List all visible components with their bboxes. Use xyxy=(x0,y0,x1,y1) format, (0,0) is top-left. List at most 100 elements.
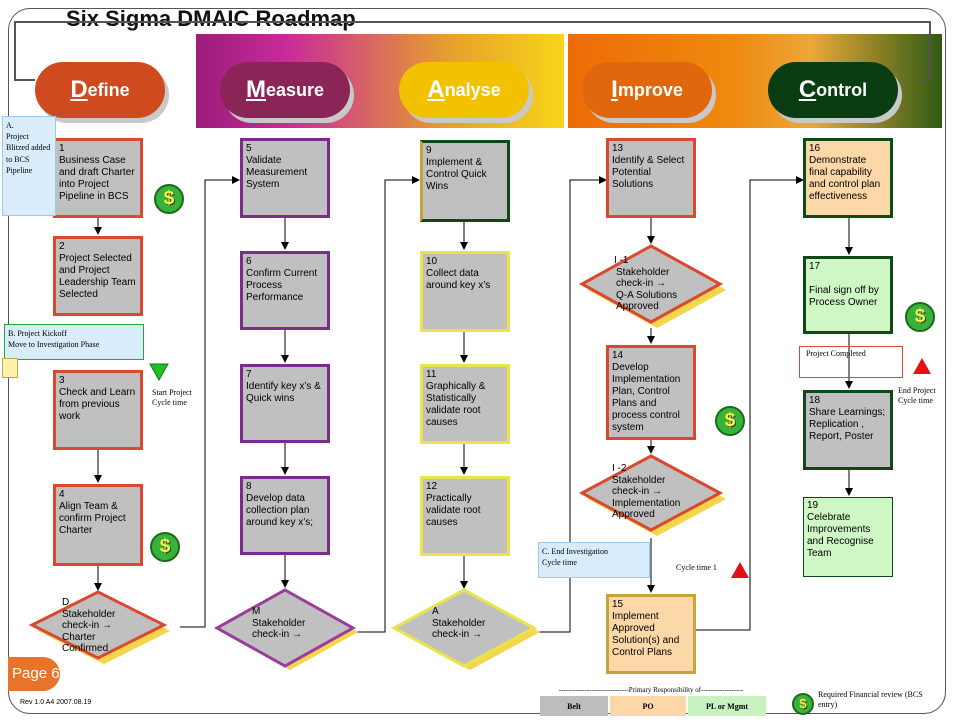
step-4-number: 4 xyxy=(59,489,65,500)
project-completed-note: Project Completed xyxy=(799,346,903,378)
checkin-i2-line2: check-in → xyxy=(612,486,663,497)
phase-improve-first: I xyxy=(611,76,618,103)
step-16-text: Demonstrate final capability and control… xyxy=(809,155,881,202)
checkin-d-line1: Stakeholder xyxy=(62,608,116,620)
phase-measure-rest: easure xyxy=(265,79,325,100)
dollar-icon: $ xyxy=(150,532,180,562)
checkin-i2-line3: Implementation xyxy=(612,497,681,509)
step-14-number: 14 xyxy=(612,350,624,361)
step-18-number: 18 xyxy=(809,395,821,406)
checkin-d-line2: check-in → xyxy=(62,620,113,631)
phase-analyse-first: A xyxy=(427,76,445,103)
checkin-d-id: D xyxy=(62,597,70,608)
legend-dollar-icon: $ xyxy=(792,693,814,715)
checkin-i1-label[interactable]: I -1 Stakeholder check-in → Q-A Solution… xyxy=(614,255,677,313)
note-b-line2: Move to Investigation Phase xyxy=(8,340,100,350)
step-14-text: Develop Implementation Plan, Control Pla… xyxy=(612,362,681,433)
checkin-a-line2: check-in → xyxy=(432,629,483,640)
note-a-pipeline: A. Project Blitzed added to BCS Pipeline xyxy=(2,116,56,216)
step-4-text: Align Team & confirm Project Charter xyxy=(59,501,126,536)
step-3-text: Check and Learn from previous work xyxy=(59,387,136,422)
dollar-icon: $ xyxy=(154,184,184,214)
checkin-m-diamond xyxy=(213,588,357,668)
checkin-a-label[interactable]: A Stakeholder check-in → xyxy=(432,606,485,641)
legend-pl: PL or Mgmt xyxy=(688,696,766,716)
end-project-cycle-time-note: End Project Cycle time xyxy=(898,386,936,406)
note-c-line1: C. End Investigation xyxy=(542,547,608,556)
checkin-i2-line1: Stakeholder xyxy=(612,474,666,486)
step-2-text: Project Selected and Project Leadership … xyxy=(59,253,136,300)
revision-label: Rev 1.0 A4 2007.08.19 xyxy=(20,699,92,706)
checkin-a-id: A xyxy=(432,606,439,617)
checkin-m-id: M xyxy=(252,606,261,617)
step-13-number: 13 xyxy=(612,143,624,154)
phase-analyse-rest: nalyse xyxy=(444,79,501,100)
end-marker-triangle xyxy=(913,358,931,374)
step-15-number: 15 xyxy=(612,599,624,610)
step-12-number: 12 xyxy=(426,481,438,492)
checkin-d-label[interactable]: D Stakeholder check-in → Charter Confirm… xyxy=(62,597,115,655)
note-c-line2: Cycle time xyxy=(542,558,577,568)
phase-define-first: D xyxy=(70,76,88,103)
checkin-m-label[interactable]: M Stakeholder check-in → xyxy=(252,606,305,641)
page-number-badge: Page 6 xyxy=(8,657,60,691)
phase-improve-rest: mprove xyxy=(617,79,683,100)
step-19-text: Celebrate Improvements and Recognise Tea… xyxy=(807,512,874,559)
checkin-i2-id: I -2 xyxy=(612,463,627,474)
step-17-number: 17 xyxy=(809,261,821,272)
start-marker-triangle xyxy=(149,363,169,382)
checkin-i1-id: I -1 xyxy=(614,255,629,266)
dollar-icon: $ xyxy=(905,302,935,332)
checkin-d-line4: Confirmed xyxy=(62,643,109,654)
step-5-text: Validate Measurement System xyxy=(246,155,308,190)
checkin-m-line1: Stakeholder xyxy=(252,617,306,629)
step-1-text: Business Case and draft Charter into Pro… xyxy=(59,155,135,202)
checkin-d-line3: Charter xyxy=(62,631,96,643)
step-9-number: 9 xyxy=(426,145,432,156)
cycle-time-1-note: Cycle time 1 xyxy=(676,563,717,572)
checkin-i1-line2: check-in → xyxy=(616,278,667,289)
cycle-time-marker-triangle xyxy=(731,562,749,578)
checkin-m-line2: check-in → xyxy=(252,629,303,640)
checkin-i2-line4: Approved xyxy=(612,509,655,520)
step-8-number: 8 xyxy=(246,481,252,492)
checkin-i2-label[interactable]: I -2 Stakeholder check-in → Implementati… xyxy=(612,463,680,521)
phase-define-rest: efine xyxy=(87,79,130,100)
note-b-line1: B. Project Kickoff xyxy=(8,329,67,338)
note-a-title: A. xyxy=(6,121,14,130)
legend-required-review: Required Financial review (BCS entry) xyxy=(818,690,923,710)
step-11-number: 11 xyxy=(426,369,437,380)
step-17-text: Final sign off by Process Owner xyxy=(809,285,879,308)
step-8-text: Develop data collection plan around key … xyxy=(246,493,314,528)
step-5-number: 5 xyxy=(246,143,252,154)
checkin-a-line1: Stakeholder xyxy=(432,617,486,629)
start-cycle-time-note: Start Project Cycle time xyxy=(152,388,192,408)
step-13-text: Identify & Select Potential Solutions xyxy=(612,155,685,190)
legend-po: PO xyxy=(610,696,686,716)
note-b-tab xyxy=(2,358,18,378)
